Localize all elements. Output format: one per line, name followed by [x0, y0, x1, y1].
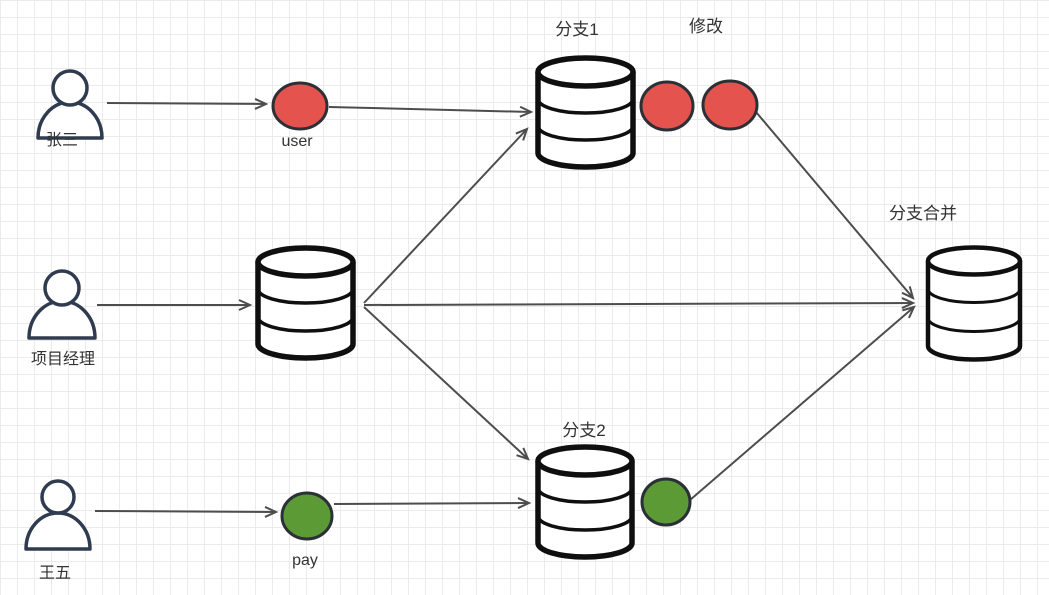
actor-zhangsan-label: 张三 — [45, 132, 79, 149]
edge-user-commit-to-branch1[interactable] — [328, 105, 534, 118]
edge-pay-commit-to-branch2[interactable] — [333, 497, 532, 509]
actor-manager-icon[interactable] — [27, 269, 97, 340]
commit-user-circle[interactable] — [271, 81, 329, 131]
actor-manager-label: 项目经理 — [30, 351, 96, 368]
edge-main-db-to-merge[interactable] — [363, 297, 916, 309]
annotation-modify-label: 修改 — [689, 17, 723, 36]
commit-modify-circle-1[interactable] — [639, 80, 695, 132]
db-branch2-label: 分支2 — [562, 421, 606, 440]
edge-wangwu-to-pay-commit[interactable] — [94, 506, 279, 518]
edge-zhangsan-to-user-commit[interactable] — [106, 98, 269, 110]
edge-main-db-to-branch2[interactable] — [363, 306, 530, 461]
commit-user-label: user — [281, 133, 313, 150]
commit-pay-label: pay — [292, 552, 318, 569]
actor-zhangsan-icon[interactable] — [36, 69, 104, 140]
edge-modify-commit-to-merge[interactable] — [755, 111, 915, 300]
actor-wangwu-icon[interactable] — [24, 479, 92, 551]
db-branch1-icon[interactable] — [535, 55, 636, 170]
db-branch1-label: 分支1 — [555, 20, 599, 39]
db-merge-icon[interactable] — [925, 245, 1023, 362]
commit-pay-circle[interactable] — [280, 491, 334, 541]
db-branch2-icon[interactable] — [535, 444, 635, 560]
commit-modify-circle-2[interactable] — [701, 79, 759, 131]
db-main-icon[interactable] — [255, 245, 356, 361]
commit-branch2-circle[interactable] — [640, 477, 692, 527]
actor-wangwu-label: 王五 — [38, 565, 72, 582]
edge-branch2-commit-to-merge[interactable] — [689, 305, 916, 501]
edge-main-db-to-branch1[interactable] — [363, 127, 529, 304]
db-merge-label: 分支合并 — [889, 204, 957, 223]
